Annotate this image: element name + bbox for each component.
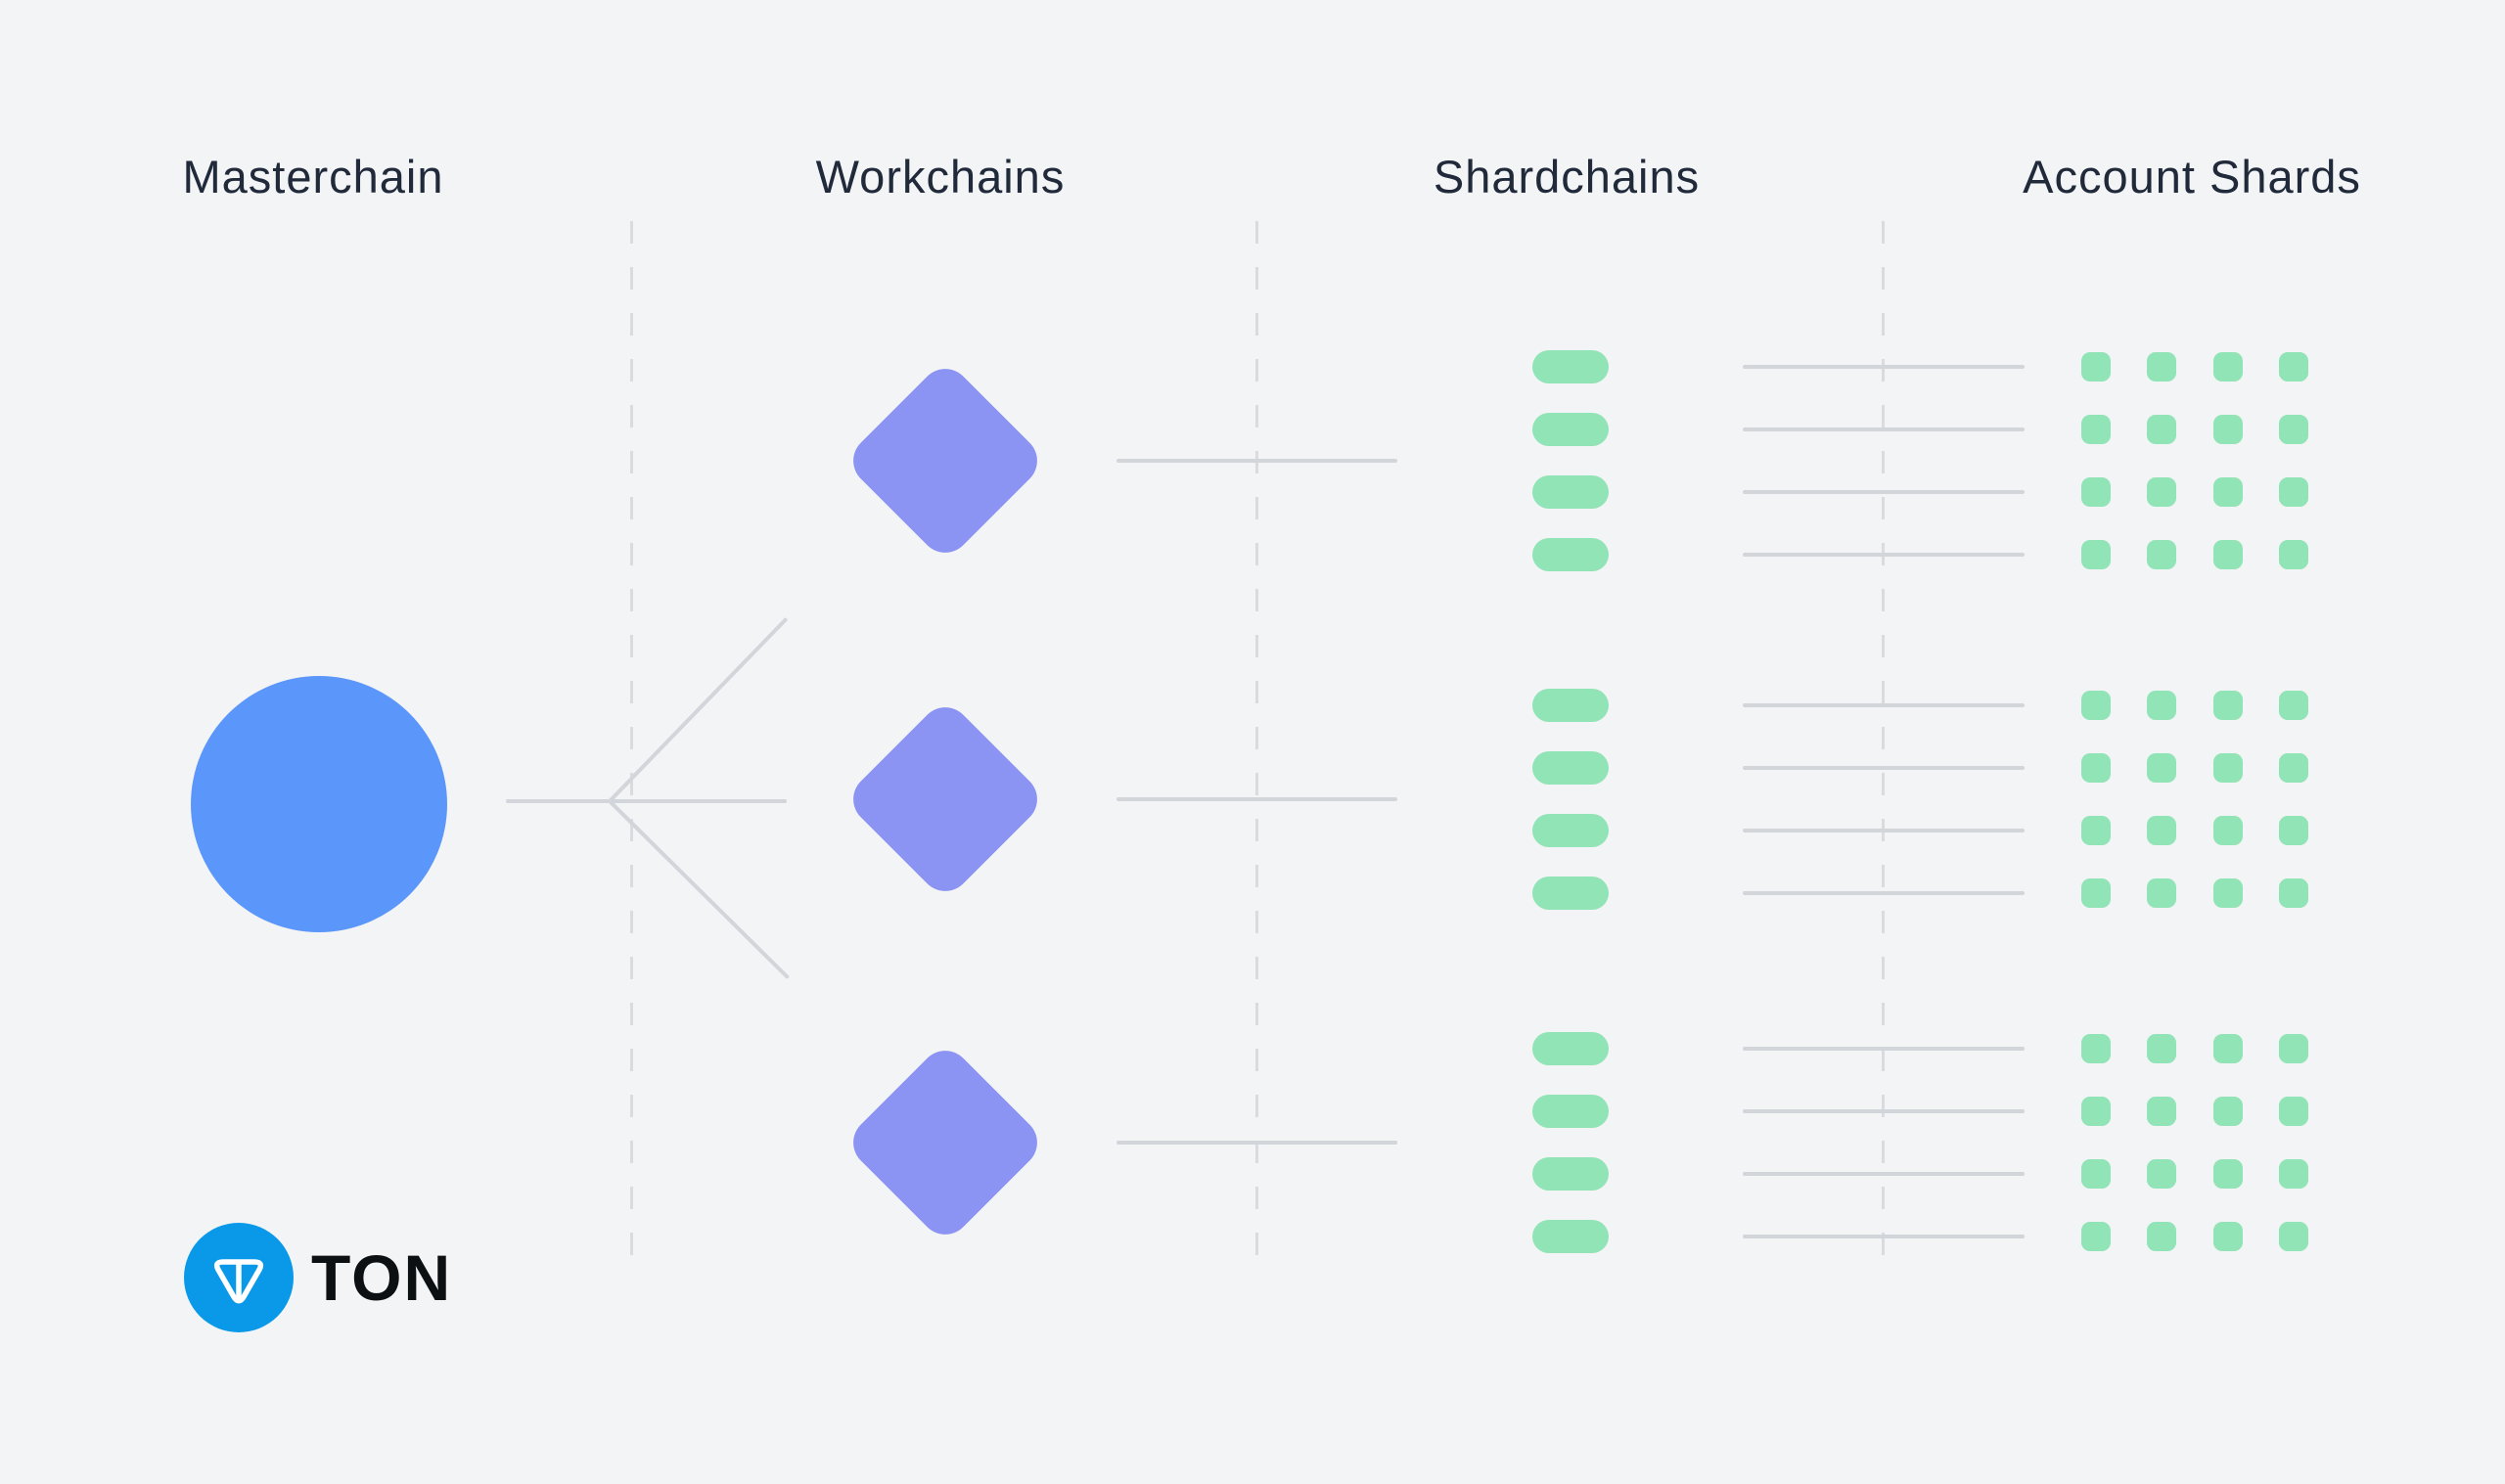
shardchain-block xyxy=(1532,538,1609,571)
shardchain-block xyxy=(1532,1220,1609,1253)
shard-connector-line xyxy=(1743,891,2025,895)
branch-line-horizontal xyxy=(506,799,787,803)
account-shard-cell xyxy=(2213,540,2243,569)
account-shard-cell xyxy=(2147,1159,2176,1189)
account-shard-cell xyxy=(2279,1159,2308,1189)
account-shard-cell xyxy=(2147,1034,2176,1063)
account-shard-cell xyxy=(2081,1097,2111,1126)
account-shard-cell xyxy=(2279,477,2308,507)
shardchain-block xyxy=(1532,1095,1609,1128)
shard-connector-line xyxy=(1743,365,2025,369)
ton-diamond-glyph xyxy=(213,1259,264,1304)
account-shard-cell xyxy=(2081,691,2111,720)
account-shard-cell xyxy=(2279,1097,2308,1126)
column-header-account-shards: Account Shards xyxy=(2023,151,2361,202)
shard-connector-line xyxy=(1743,703,2025,707)
account-shard-cell xyxy=(2279,816,2308,845)
account-shard-cell xyxy=(2213,691,2243,720)
workchain-connector-line xyxy=(1116,1141,1397,1145)
account-shard-cell xyxy=(2213,753,2243,783)
workchain-connector-line xyxy=(1116,459,1397,463)
workchain-node xyxy=(843,697,1048,902)
account-shard-cell xyxy=(2147,816,2176,845)
shardchain-block xyxy=(1532,413,1609,446)
account-shard-cell xyxy=(2147,477,2176,507)
account-shard-cell xyxy=(2147,878,2176,908)
account-shard-cell xyxy=(2213,1222,2243,1251)
account-shard-cell xyxy=(2279,878,2308,908)
column-header-workchains: Workchains xyxy=(815,151,1066,202)
account-shard-cell xyxy=(2279,753,2308,783)
ton-diamond-icon xyxy=(184,1223,294,1332)
account-shard-cell xyxy=(2081,352,2111,382)
account-shard-cell xyxy=(2279,1034,2308,1063)
account-shard-cell xyxy=(2081,477,2111,507)
column-header-shardchains: Shardchains xyxy=(1433,151,1701,202)
account-shard-cell xyxy=(2279,540,2308,569)
account-shard-cell xyxy=(2147,352,2176,382)
column-separator xyxy=(629,221,633,1264)
account-shard-cell xyxy=(2081,1159,2111,1189)
branch-line-down xyxy=(608,799,791,980)
shardchain-block xyxy=(1532,1032,1609,1065)
shardchain-block xyxy=(1532,1157,1609,1191)
account-shard-cell xyxy=(2213,1159,2243,1189)
account-shard-cell xyxy=(2147,1222,2176,1251)
account-shard-cell xyxy=(2279,1222,2308,1251)
account-shard-cell xyxy=(2213,878,2243,908)
shard-connector-line xyxy=(1743,1047,2025,1051)
account-shard-cell xyxy=(2213,477,2243,507)
branch-line-up xyxy=(608,616,789,803)
shard-connector-line xyxy=(1743,427,2025,431)
account-shard-cell xyxy=(2147,540,2176,569)
account-shard-cell xyxy=(2147,415,2176,444)
ton-logo-text: TON xyxy=(311,1241,453,1314)
shard-connector-line xyxy=(1743,490,2025,494)
account-shard-cell xyxy=(2147,1097,2176,1126)
account-shard-cell xyxy=(2213,1034,2243,1063)
masterchain-node xyxy=(191,676,447,932)
workchain-node xyxy=(843,1040,1048,1245)
account-shard-cell xyxy=(2081,816,2111,845)
account-shard-cell xyxy=(2213,1097,2243,1126)
column-separator xyxy=(1254,221,1258,1264)
shardchain-block xyxy=(1532,877,1609,910)
account-shard-cell xyxy=(2081,753,2111,783)
shard-connector-line xyxy=(1743,1109,2025,1113)
shardchain-block xyxy=(1532,814,1609,847)
account-shard-cell xyxy=(2081,1222,2111,1251)
account-shard-cell xyxy=(2279,691,2308,720)
ton-logo: TON xyxy=(184,1223,452,1332)
shard-connector-line xyxy=(1743,553,2025,557)
account-shard-cell xyxy=(2081,878,2111,908)
workchain-connector-line xyxy=(1116,797,1397,801)
account-shard-cell xyxy=(2081,415,2111,444)
account-shard-cell xyxy=(2147,753,2176,783)
account-shard-cell xyxy=(2213,816,2243,845)
account-shard-cell xyxy=(2279,415,2308,444)
shard-connector-line xyxy=(1743,766,2025,770)
shardchain-block xyxy=(1532,350,1609,383)
column-header-masterchain: Masterchain xyxy=(182,151,444,202)
shard-connector-line xyxy=(1743,829,2025,832)
account-shard-cell xyxy=(2147,691,2176,720)
column-separator xyxy=(1881,221,1885,1264)
account-shard-cell xyxy=(2081,1034,2111,1063)
account-shard-cell xyxy=(2213,352,2243,382)
shard-connector-line xyxy=(1743,1235,2025,1238)
account-shard-cell xyxy=(2213,415,2243,444)
shard-connector-line xyxy=(1743,1172,2025,1176)
account-shard-cell xyxy=(2081,540,2111,569)
shardchain-block xyxy=(1532,751,1609,785)
shardchain-block xyxy=(1532,475,1609,509)
workchain-node xyxy=(843,358,1048,563)
shardchain-block xyxy=(1532,689,1609,722)
account-shard-cell xyxy=(2279,352,2308,382)
